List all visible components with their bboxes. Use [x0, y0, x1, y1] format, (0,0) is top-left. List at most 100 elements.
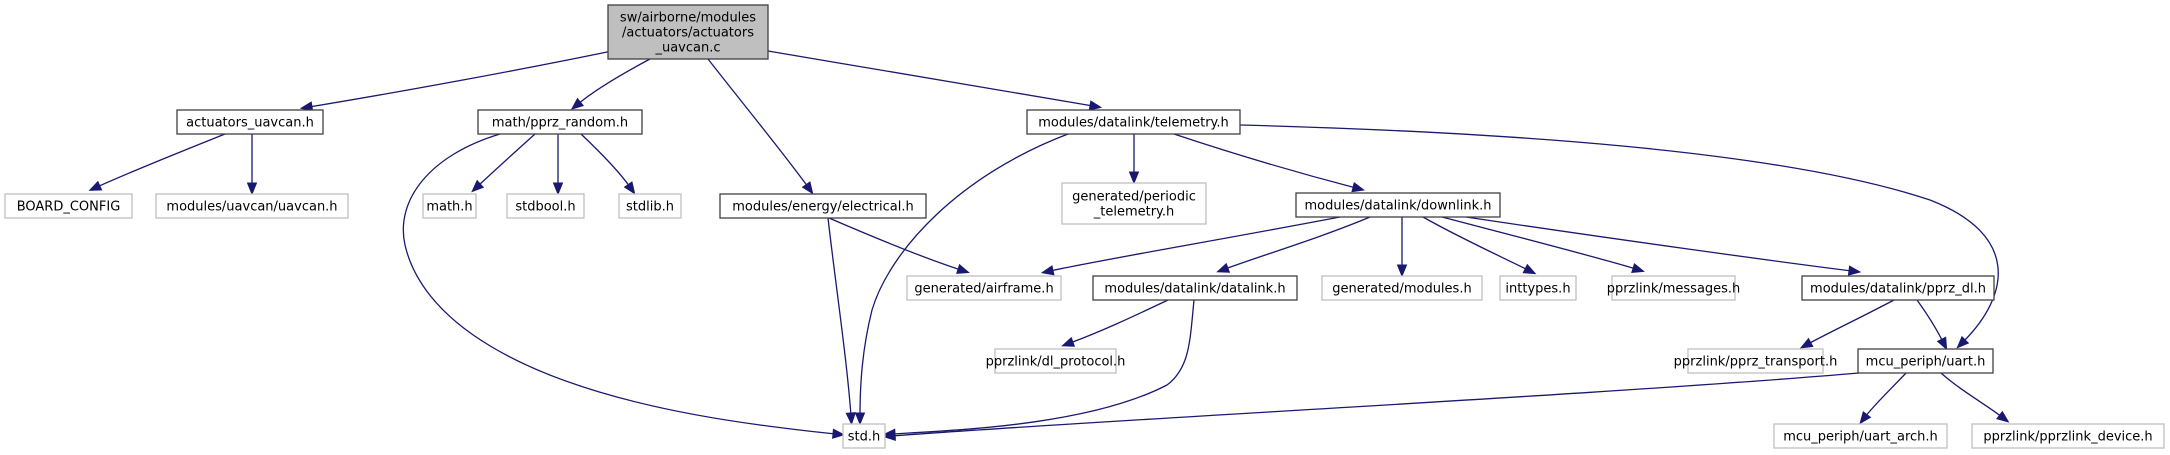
node-periodic-telemetry-h: generated/periodic_telemetry.h	[1061, 182, 1207, 225]
node-label: modules/energy/electrical.h	[732, 200, 913, 215]
node-box	[994, 348, 1117, 374]
edge-line	[1422, 216, 1529, 271]
node-box	[155, 193, 349, 219]
node-pprzlink-device-h: pprzlink/pprzlink_device.h	[1971, 423, 2165, 449]
node-label: std.h	[848, 430, 881, 445]
arrowhead-icon	[1088, 100, 1103, 111]
arrowhead-icon	[845, 412, 856, 426]
node-box	[176, 109, 324, 135]
node-box	[1092, 275, 1298, 301]
node-box	[1611, 275, 1736, 301]
arrowhead-icon	[1061, 336, 1076, 347]
edge-line	[402, 133, 837, 435]
node-pprz-random-h[interactable]: math/pprz_random.h	[477, 109, 643, 135]
node-box	[1773, 423, 1948, 449]
edge-pprz_dl_h-to-pprz_transport_h	[1799, 299, 1895, 349]
arrowhead-icon	[1847, 265, 1862, 276]
edge-root-to-electrical_h	[707, 58, 814, 195]
node-math-h: math.h	[422, 193, 477, 219]
node-uavcan-h: modules/uavcan/uavcan.h	[155, 193, 349, 219]
arrowhead-icon	[246, 182, 258, 196]
arrowhead-icon	[1859, 411, 1872, 425]
edge-actuators_uavcan_h-to-board_config	[88, 133, 226, 191]
edge-pprz_random_h-to-std_h	[402, 133, 846, 439]
edge-line	[828, 217, 962, 271]
node-label: math/pprz_random.h	[492, 116, 628, 131]
node-label: /actuators/actuators	[622, 26, 754, 41]
edge-pprz_dl_h-to-uart_h	[1916, 299, 1948, 351]
arrowhead-icon	[854, 412, 866, 426]
edge-line	[1940, 372, 2003, 418]
edge-telemetry_h-to-std_h	[854, 133, 1069, 426]
edge-telemetry_h-to-uart_h	[1239, 124, 1999, 349]
node-airframe-h: generated/airframe.h	[906, 275, 1062, 301]
node-electrical-h[interactable]: modules/energy/electrical.h	[719, 193, 927, 219]
arrowhead-icon	[88, 180, 103, 191]
edge-line	[96, 133, 226, 188]
node-stdlib-h: stdlib.h	[618, 193, 682, 219]
node-label: math.h	[426, 200, 472, 215]
node-label: modules/datalink/downlink.h	[1305, 199, 1492, 214]
edges-layer	[88, 50, 2010, 441]
edge-line	[580, 133, 631, 188]
node-label: _uavcan.c	[654, 41, 720, 56]
arrowhead-icon	[832, 428, 846, 439]
node-box	[1687, 348, 1824, 374]
edge-downlink_h-to-modules_h	[1396, 217, 1408, 278]
node-box	[618, 193, 682, 219]
node-box	[1499, 275, 1577, 301]
edge-line	[577, 58, 651, 105]
node-uart-h[interactable]: mcu_periph/uart.h	[1857, 348, 1994, 374]
node-messages-h: pprzlink/messages.h	[1607, 275, 1740, 301]
edge-root-to-actuators_uavcan_h	[299, 50, 613, 112]
node-downlink-h[interactable]: modules/datalink/downlink.h	[1295, 192, 1501, 218]
node-box	[1971, 423, 2165, 449]
nodes-layer: sw/airborne/modules/actuators/actuators_…	[4, 4, 2165, 449]
edge-line	[827, 217, 852, 417]
node-pprz-transport-h: pprzlink/pprz_transport.h	[1674, 348, 1838, 374]
arrowhead-icon	[1216, 262, 1231, 273]
node-actuators-uavcan-h[interactable]: actuators_uavcan.h	[176, 109, 324, 135]
edge-line	[891, 372, 1860, 437]
arrowhead-icon	[1936, 336, 1948, 351]
arrowhead-icon	[1522, 263, 1537, 275]
arrowhead-icon	[1631, 262, 1645, 273]
arrowhead-icon	[623, 181, 636, 195]
node-telemetry-h[interactable]: modules/datalink/telemetry.h	[1026, 109, 1241, 135]
edge-uart_h-to-std_h	[882, 372, 1860, 441]
node-label: generated/periodic	[1072, 190, 1196, 205]
node-box	[422, 193, 477, 219]
node-datalink-h[interactable]: modules/datalink/datalink.h	[1092, 275, 1298, 301]
node-label: generated/modules.h	[1332, 282, 1471, 297]
node-box	[906, 275, 1062, 301]
arrowhead-icon	[1799, 337, 1814, 349]
arrowhead-icon	[882, 430, 896, 441]
edge-datalink_h-to-dl_protocol_h	[1061, 299, 1169, 347]
node-label: inttypes.h	[1505, 282, 1570, 297]
arrowhead-icon	[471, 179, 485, 193]
node-box	[1801, 275, 1995, 301]
node-box	[842, 423, 886, 449]
node-root[interactable]: sw/airborne/modules/actuators/actuators_…	[607, 4, 769, 60]
node-box	[506, 193, 585, 219]
edge-uart_h-to-uart_arch_h	[1859, 372, 1907, 425]
node-label: mcu_periph/uart.h	[1866, 355, 1986, 370]
edge-line	[308, 50, 613, 108]
edge-downlink_h-to-inttypes_h	[1422, 216, 1537, 275]
arrowhead-icon	[570, 97, 585, 110]
arrowhead-icon	[1396, 264, 1408, 278]
edge-line	[1916, 299, 1944, 343]
edge-telemetry_h-to-downlink_h	[1173, 133, 1366, 193]
node-stdbool-h: stdbool.h	[506, 193, 585, 219]
node-box	[1321, 275, 1483, 301]
node-label: pprzlink/pprz_transport.h	[1674, 355, 1838, 370]
node-dl-protocol-h: pprzlink/dl_protocol.h	[986, 348, 1126, 374]
node-pprz-dl-h[interactable]: modules/datalink/pprz_dl.h	[1801, 275, 1995, 301]
node-box	[477, 109, 643, 135]
edge-downlink_h-to-datalink_h	[1216, 216, 1371, 273]
node-label: pprzlink/dl_protocol.h	[986, 355, 1126, 370]
edge-line	[1173, 133, 1357, 189]
node-label: sw/airborne/modules	[620, 11, 756, 26]
node-label: modules/datalink/telemetry.h	[1038, 116, 1229, 131]
